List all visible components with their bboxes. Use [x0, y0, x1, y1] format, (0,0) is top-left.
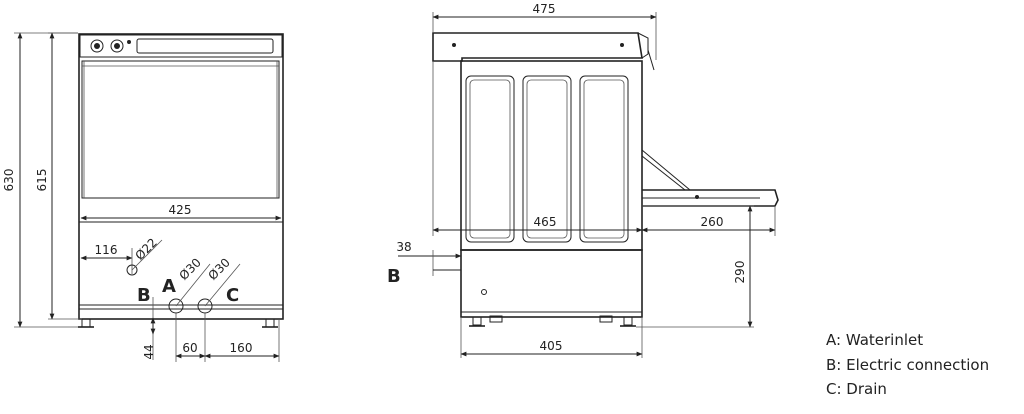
rack-2: [522, 75, 572, 243]
foot-right: [265, 318, 275, 328]
dim-base-depth: 405: [540, 339, 563, 353]
dim-height-b: 44: [142, 344, 156, 359]
side-base: [460, 249, 643, 318]
dim-door-height: 290: [733, 261, 747, 284]
side-foot-right: [623, 316, 633, 326]
front-cabinet-outline: [78, 33, 284, 320]
dim-door-open: 260: [701, 215, 724, 229]
label-b-front: B: [137, 285, 151, 306]
legend-c: C: Drain: [826, 380, 887, 398]
dim-dia-c: Ø30: [205, 255, 232, 282]
dim-height-top: 615: [35, 169, 49, 192]
label-a-front: A: [162, 276, 176, 297]
dim-offset-b: 116: [95, 243, 118, 257]
dim-dia-b: Ø22: [132, 235, 159, 262]
foot-left: [81, 318, 91, 328]
indicator-light: [127, 40, 131, 44]
legend-b: B: Electric connection: [826, 355, 990, 374]
front-door: [81, 60, 280, 199]
front-view: 630 615 425 116 Ø22 Ø30 Ø30 B A C 44: [2, 32, 284, 362]
legend: A: Waterinlet B: Electric connection C: …: [826, 328, 989, 402]
legend-a: A: Waterinlet: [826, 331, 924, 349]
dim-offset-b-side: 38: [396, 240, 411, 254]
label-c-front: C: [226, 285, 239, 306]
side-top-section: [432, 32, 643, 62]
dim-depth-inner: 465: [534, 215, 557, 229]
control-panel-display: [136, 38, 274, 54]
connection-b-hole: [126, 264, 138, 276]
dim-spacing-ac: 60: [182, 341, 197, 355]
dim-depth-total: 475: [533, 2, 556, 16]
side-foot-left: [472, 316, 482, 326]
rack-3: [579, 75, 629, 243]
dim-dia-a: Ø30: [176, 255, 203, 282]
dim-height-total: 630: [2, 169, 16, 192]
label-b-side: B: [387, 266, 401, 287]
knob-right: [110, 39, 124, 53]
side-view: 475 465 260 38 B 290 405: [387, 2, 779, 358]
rack-1: [465, 75, 515, 243]
dim-offset-c: 160: [230, 341, 253, 355]
dim-width: 425: [169, 203, 192, 217]
control-panel: [79, 34, 283, 58]
knob-left: [90, 39, 104, 53]
